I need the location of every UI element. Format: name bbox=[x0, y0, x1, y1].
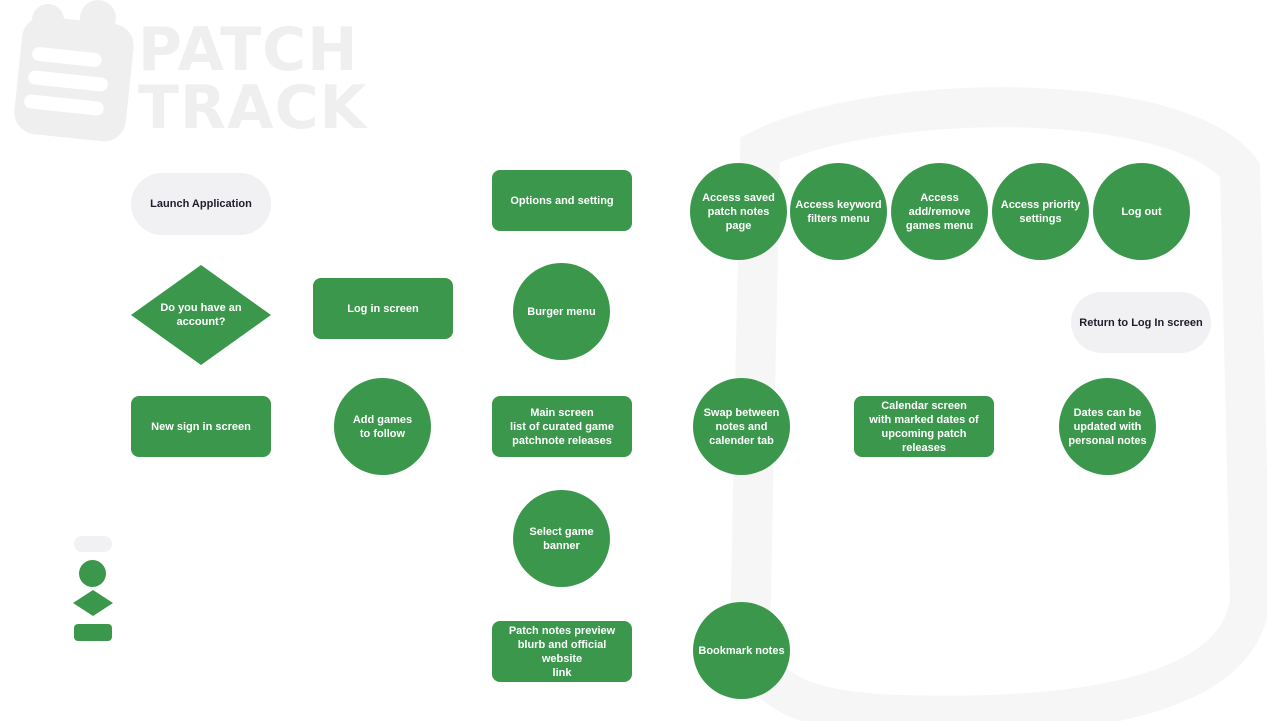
log-out-node: Log out bbox=[1093, 163, 1190, 260]
legend-process-shape bbox=[74, 624, 112, 641]
logo-line-2: TRACK bbox=[138, 73, 368, 143]
priority-settings-node: Access priority settings bbox=[992, 163, 1089, 260]
legend-decision-shape bbox=[73, 590, 113, 616]
calendar-screen-node: Calendar screen with marked dates of upc… bbox=[854, 396, 994, 457]
keyword-filters-node: Access keyword filters menu bbox=[790, 163, 887, 260]
options-setting-node: Options and setting bbox=[492, 170, 632, 231]
burger-menu-node: Burger menu bbox=[513, 263, 610, 360]
patch-preview-node: Patch notes preview blurb and official w… bbox=[492, 621, 632, 682]
saved-notes-node: Access saved patch notes page bbox=[690, 163, 787, 260]
dates-updated-node: Dates can be updated with personal notes bbox=[1059, 378, 1156, 475]
new-sign-in-node: New sign in screen bbox=[131, 396, 271, 457]
account-decision-label: Do you have an account? bbox=[160, 302, 242, 328]
patch-track-logo: PATCH TRACK bbox=[0, 0, 366, 150]
logo-line-1: PATCH bbox=[138, 15, 359, 85]
swap-tabs-node: Swap between notes and calender tab bbox=[693, 378, 790, 475]
log-in-screen-node: Log in screen bbox=[313, 278, 453, 339]
add-remove-games-node: Access add/remove games menu bbox=[891, 163, 988, 260]
legend-circle-shape bbox=[79, 560, 106, 587]
notes-stack-icon bbox=[14, 0, 134, 142]
bookmark-notes-node: Bookmark notes bbox=[693, 602, 790, 699]
account-decision-node: Do you have an account? bbox=[131, 265, 271, 365]
select-banner-node: Select game banner bbox=[513, 490, 610, 587]
legend-terminal-shape bbox=[74, 536, 112, 552]
main-screen-node: Main screen list of curated game patchno… bbox=[492, 396, 632, 457]
return-login-node: Return to Log In screen bbox=[1071, 292, 1211, 353]
decision-diamond-shape bbox=[131, 265, 271, 365]
launch-application-node: Launch Application bbox=[131, 173, 271, 235]
add-games-node: Add games to follow bbox=[334, 378, 431, 475]
